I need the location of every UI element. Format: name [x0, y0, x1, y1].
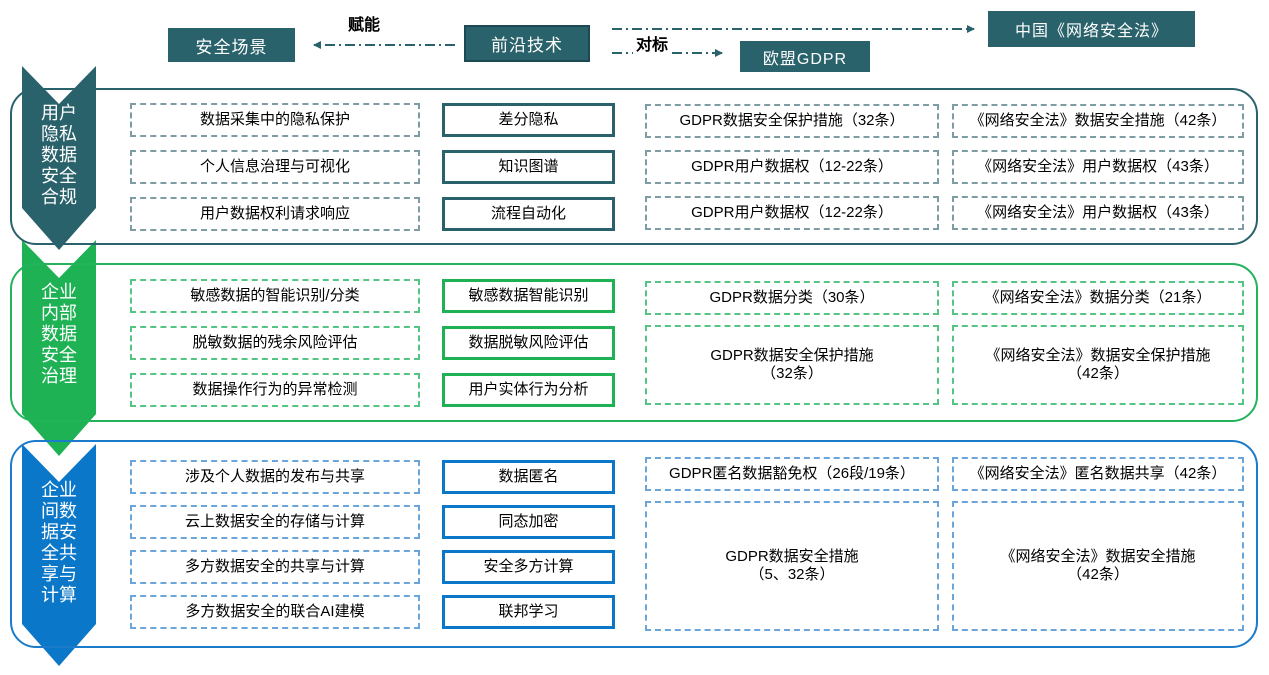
scenario-box: 多方数据安全的共享与计算 [130, 549, 420, 584]
band1-technology-column: 差分隐私 知识图谱 流程自动化 [442, 90, 615, 243]
technology-box: 敏感数据智能识别 [442, 278, 615, 313]
band2-law-column: 《网络安全法》数据分类（21条） 《网络安全法》数据安全保护措施 （42条） [952, 265, 1244, 420]
scenario-box: 多方数据安全的联合AI建模 [130, 594, 420, 629]
benchmark-label: 对标 [633, 31, 672, 55]
band-user-privacy: 数据采集中的隐私保护 个人信息治理与可视化 用户数据权利请求响应 差分隐私 知识… [10, 88, 1258, 245]
gdpr-box: GDPR数据安全保护措施（32条） [645, 103, 939, 138]
scenario-box: 脱敏数据的残余风险评估 [130, 325, 420, 360]
law-box: 《网络安全法》数据分类（21条） [952, 280, 1244, 315]
header-china-cybersecurity-law: 中国《网络安全法》 [988, 11, 1195, 47]
law-box: 《网络安全法》匿名数据共享（42条） [952, 457, 1244, 491]
scenario-box: 用户数据权利请求响应 [130, 196, 420, 231]
gdpr-box: GDPR数据安全措施 （5、32条） [645, 501, 939, 631]
ribbon-label-cross-enterprise: 企业 间数 据安 全共 享与 计算 [41, 480, 77, 605]
empower-label: 赋能 [348, 17, 381, 34]
scenario-box: 个人信息治理与可视化 [130, 149, 420, 184]
ribbon-label-internal-governance: 企业 内部 数据 安全 治理 [41, 282, 77, 386]
law-box: 《网络安全法》数据安全保护措施 （42条） [952, 324, 1244, 405]
technology-box: 同态加密 [442, 504, 615, 539]
scenario-box: 云上数据安全的存储与计算 [130, 504, 420, 539]
law-box: 《网络安全法》用户数据权（43条） [952, 149, 1244, 184]
technology-box: 数据匿名 [442, 459, 615, 494]
law-box: 《网络安全法》数据安全措施 （42条） [952, 501, 1244, 631]
gdpr-box: GDPR匿名数据豁免权（26段/19条） [645, 457, 939, 491]
band1-law-column: 《网络安全法》数据安全措施（42条） 《网络安全法》用户数据权（43条） 《网络… [952, 90, 1244, 243]
technology-box: 数据脱敏风险评估 [442, 325, 615, 360]
band3-technology-column: 数据匿名 同态加密 安全多方计算 联邦学习 [442, 442, 615, 646]
band3-gdpr-column: GDPR匿名数据豁免权（26段/19条） GDPR数据安全措施 （5、32条） [645, 442, 939, 646]
scenario-box: 涉及个人数据的发布与共享 [130, 459, 420, 494]
technology-box: 用户实体行为分析 [442, 372, 615, 407]
header-eu-gdpr: 欧盟GDPR [740, 41, 870, 72]
gdpr-box: GDPR数据分类（30条） [645, 280, 939, 315]
technology-box: 流程自动化 [442, 196, 615, 231]
gdpr-box: GDPR数据安全保护措施 （32条） [645, 324, 939, 405]
law-box: 《网络安全法》用户数据权（43条） [952, 195, 1244, 230]
scenario-box: 数据操作行为的异常检测 [130, 372, 420, 407]
law-box: 《网络安全法》数据安全措施（42条） [952, 103, 1244, 138]
header-frontier-technology: 前沿技术 [464, 25, 590, 62]
technology-box: 安全多方计算 [442, 549, 615, 584]
band-cross-enterprise: 涉及个人数据的发布与共享 云上数据安全的存储与计算 多方数据安全的共享与计算 多… [10, 440, 1258, 648]
band1-gdpr-column: GDPR数据安全保护措施（32条） GDPR用户数据权（12-22条） GDPR… [645, 90, 939, 243]
ribbon-cross-enterprise [22, 444, 96, 666]
band-internal-governance: 敏感数据的智能识别/分类 脱敏数据的残余风险评估 数据操作行为的异常检测 敏感数… [10, 263, 1258, 422]
scenario-box: 数据采集中的隐私保护 [130, 102, 420, 137]
scenario-box: 敏感数据的智能识别/分类 [130, 278, 420, 313]
ribbon-user-privacy [22, 66, 96, 250]
band2-scenario-column: 敏感数据的智能识别/分类 脱敏数据的残余风险评估 数据操作行为的异常检测 [130, 265, 420, 420]
ribbon-label-user-privacy: 用户 隐私 数据 安全 合规 [41, 103, 77, 207]
technology-box: 联邦学习 [442, 594, 615, 629]
technology-box: 差分隐私 [442, 102, 615, 137]
band2-technology-column: 敏感数据智能识别 数据脱敏风险评估 用户实体行为分析 [442, 265, 615, 420]
band3-law-column: 《网络安全法》匿名数据共享（42条） 《网络安全法》数据安全措施 （42条） [952, 442, 1244, 646]
gdpr-box: GDPR用户数据权（12-22条） [645, 195, 939, 230]
band3-scenario-column: 涉及个人数据的发布与共享 云上数据安全的存储与计算 多方数据安全的共享与计算 多… [130, 442, 420, 646]
band2-gdpr-column: GDPR数据分类（30条） GDPR数据安全保护措施 （32条） [645, 265, 939, 420]
gdpr-box: GDPR用户数据权（12-22条） [645, 149, 939, 184]
technology-box: 知识图谱 [442, 149, 615, 184]
header-security-scenario: 安全场景 [168, 28, 295, 62]
ribbon-internal-governance [22, 240, 96, 456]
band1-scenario-column: 数据采集中的隐私保护 个人信息治理与可视化 用户数据权利请求响应 [130, 90, 420, 243]
